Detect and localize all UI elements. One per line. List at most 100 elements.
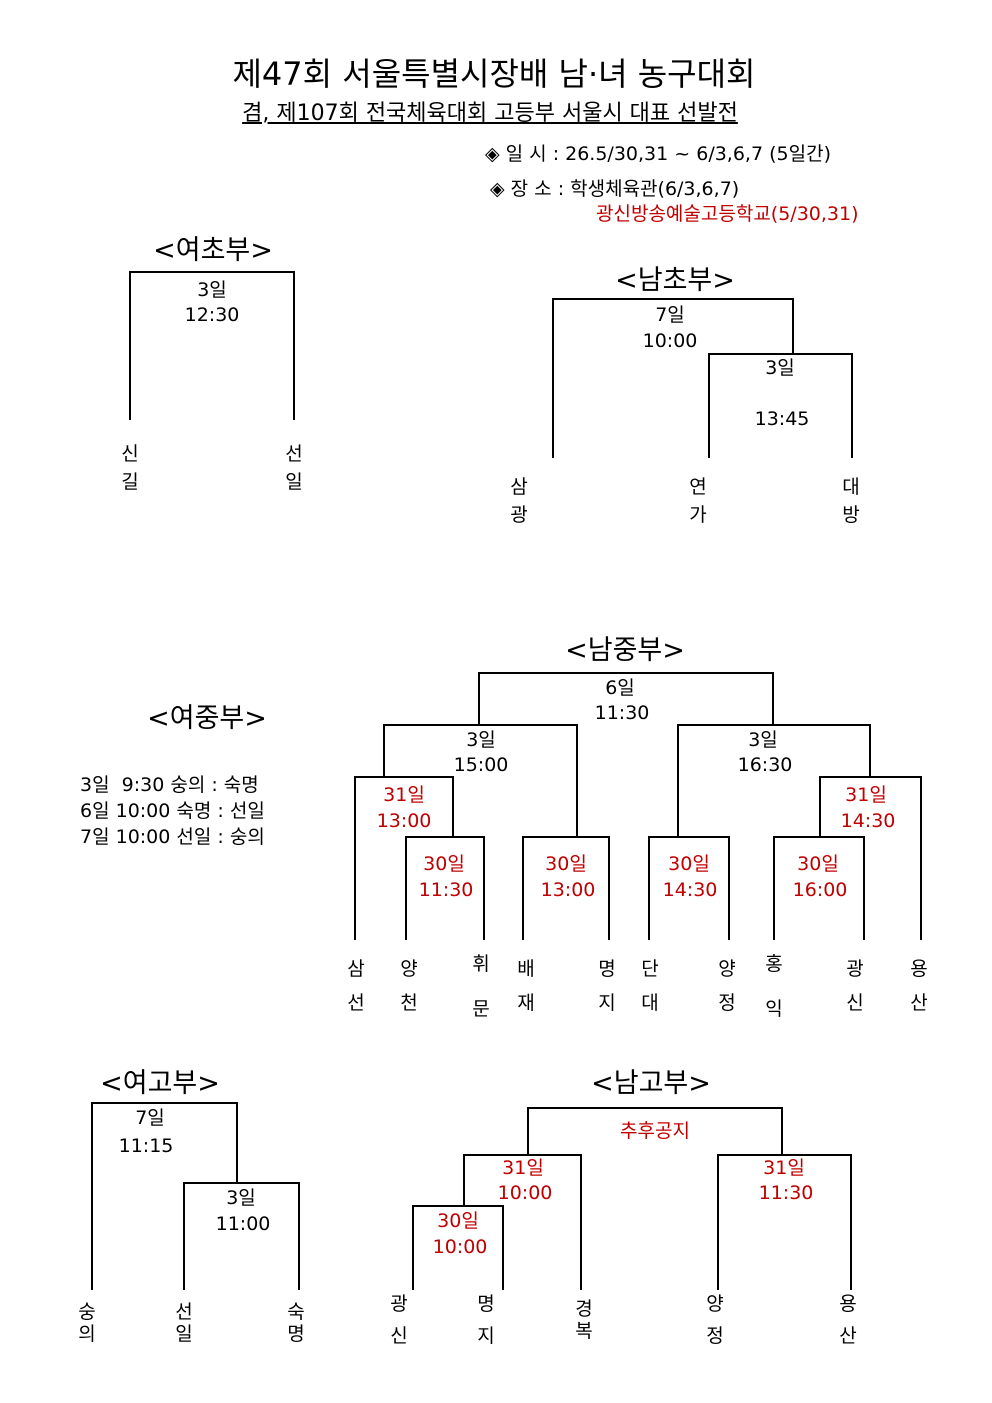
men-elem-semi-time: 13:45 — [754, 408, 810, 430]
team-name: 명 — [287, 1323, 305, 1345]
team-name: 산 — [839, 1325, 857, 1347]
men-middle-r1-day: 30일 — [797, 853, 839, 875]
men-middle-semi-left-day: 3일 — [466, 729, 496, 751]
men-middle-r1-time: 16:00 — [792, 879, 848, 901]
team-name: 대 — [842, 476, 860, 498]
men-middle-r1-time: 13:00 — [540, 879, 596, 901]
men-middle-r1-time: 14:30 — [662, 879, 718, 901]
men-high-semi-right-time: 11:30 — [758, 1182, 814, 1204]
men-high-semi-left-time: 10:00 — [497, 1182, 553, 1204]
page-title: 제47회 서울특별시장배 남·녀 농구대회 — [232, 55, 756, 93]
men-middle-qf-right-time: 14:30 — [840, 810, 896, 832]
women-high-final-day: 7일 — [135, 1107, 165, 1129]
team-name: 일 — [285, 471, 303, 493]
team-name: 휘 — [472, 953, 490, 975]
men-middle-r1-day: 30일 — [423, 853, 465, 875]
venue-line: ◈ 장 소 : 학생체육관(6/3,6,7) — [490, 178, 740, 200]
schedule-row: 6일 10:00 숙명 : 선일 — [80, 800, 265, 822]
team-name: 선 — [175, 1301, 193, 1323]
men-middle-r1-day: 30일 — [668, 853, 710, 875]
team-name: 명 — [598, 958, 616, 980]
men-high-semi-left-day: 31일 — [502, 1157, 544, 1179]
women-elem-title: <여초부> — [153, 235, 273, 266]
team-name: 지 — [477, 1325, 495, 1347]
men-middle-qf-left-day: 31일 — [383, 784, 425, 806]
team-name: 익 — [765, 998, 783, 1020]
team-name: 신 — [846, 992, 864, 1014]
bracket-men-middle — [354, 672, 922, 940]
men-middle-r1-day: 30일 — [545, 853, 587, 875]
men-middle-semi-right-time: 16:30 — [737, 754, 793, 776]
team-name: 양 — [400, 958, 418, 980]
men-elem-final-time: 10:00 — [642, 330, 698, 352]
team-name: 연 — [689, 476, 707, 498]
men-high-r1-day: 30일 — [437, 1210, 479, 1232]
team-name: 재 — [517, 992, 535, 1014]
men-high-final-note: 추후공지 — [620, 1120, 690, 1142]
team-name: 의 — [78, 1323, 96, 1345]
schedule-row: 7일 10:00 선일 : 숭의 — [80, 826, 265, 848]
team-name: 홍 — [765, 953, 783, 975]
team-name: 천 — [400, 992, 418, 1014]
women-middle-title: <여중부> — [147, 703, 267, 734]
men-elem-semi-day: 3일 — [765, 357, 795, 379]
men-elem-final-day: 7일 — [655, 304, 685, 326]
venue-line-2: 광신방송예술고등학교(5/30,31) — [596, 203, 859, 225]
team-name: 광 — [846, 958, 864, 980]
team-name: 배 — [517, 958, 535, 980]
team-name: 양 — [706, 1293, 724, 1315]
team-name: 경 — [575, 1298, 593, 1320]
team-name: 선 — [347, 992, 365, 1014]
men-high-r1-time: 10:00 — [432, 1236, 488, 1258]
men-middle-final-day: 6일 — [605, 677, 635, 699]
team-name: 광 — [510, 504, 528, 526]
men-middle-title: <남중부> — [565, 635, 685, 666]
team-name: 방 — [842, 504, 860, 526]
team-name: 양 — [718, 958, 736, 980]
team-name: 산 — [910, 992, 928, 1014]
date-line: ◈ 일 시 : 26.5/30,31 ~ 6/3,6,7 (5일간) — [485, 143, 831, 165]
team-name: 신 — [121, 443, 139, 465]
women-high-title: <여고부> — [100, 1068, 220, 1099]
women-elem-final-time: 12:30 — [184, 304, 240, 326]
team-name: 정 — [718, 992, 736, 1014]
men-middle-semi-right-day: 3일 — [748, 729, 778, 751]
team-name: 일 — [175, 1323, 193, 1345]
team-name: 정 — [706, 1325, 724, 1347]
team-name: 단 — [641, 958, 659, 980]
schedule-row: 3일 9:30 숭의 : 숙명 — [80, 774, 259, 796]
men-middle-final-time: 11:30 — [594, 702, 650, 724]
team-name: 문 — [472, 998, 490, 1020]
team-name: 복 — [575, 1320, 593, 1342]
men-elem-title: <남초부> — [615, 265, 735, 296]
bracket-men-high — [412, 1107, 852, 1290]
team-name: 숭 — [78, 1301, 96, 1323]
men-middle-semi-left-time: 15:00 — [453, 754, 509, 776]
team-name: 가 — [689, 504, 707, 526]
page-subtitle: 겸, 제107회 전국체육대회 고등부 서울시 대표 선발전 — [242, 101, 738, 126]
team-name: 삼 — [347, 958, 365, 980]
team-name: 대 — [641, 992, 659, 1014]
men-middle-r1-time: 11:30 — [418, 879, 474, 901]
women-high-semi-day: 3일 — [226, 1187, 256, 1209]
men-middle-qf-left-time: 13:00 — [376, 810, 432, 832]
men-middle-qf-right-day: 31일 — [845, 784, 887, 806]
team-name: 숙 — [287, 1301, 305, 1323]
team-name: 용 — [839, 1293, 857, 1315]
women-elem-final-day: 3일 — [197, 279, 227, 301]
team-name: 지 — [598, 992, 616, 1014]
team-name: 용 — [910, 958, 928, 980]
women-high-final-time: 11:15 — [118, 1135, 174, 1157]
team-name: 길 — [121, 471, 139, 493]
men-high-semi-right-day: 31일 — [763, 1157, 805, 1179]
team-name: 신 — [390, 1325, 408, 1347]
team-name: 광 — [390, 1293, 408, 1315]
team-name: 명 — [477, 1293, 495, 1315]
women-high-semi-time: 11:00 — [215, 1213, 271, 1235]
bracket-women-high — [91, 1102, 300, 1290]
bracket-men-elem — [552, 298, 853, 458]
bracket-women-elem — [129, 271, 295, 420]
team-name: 선 — [285, 443, 303, 465]
